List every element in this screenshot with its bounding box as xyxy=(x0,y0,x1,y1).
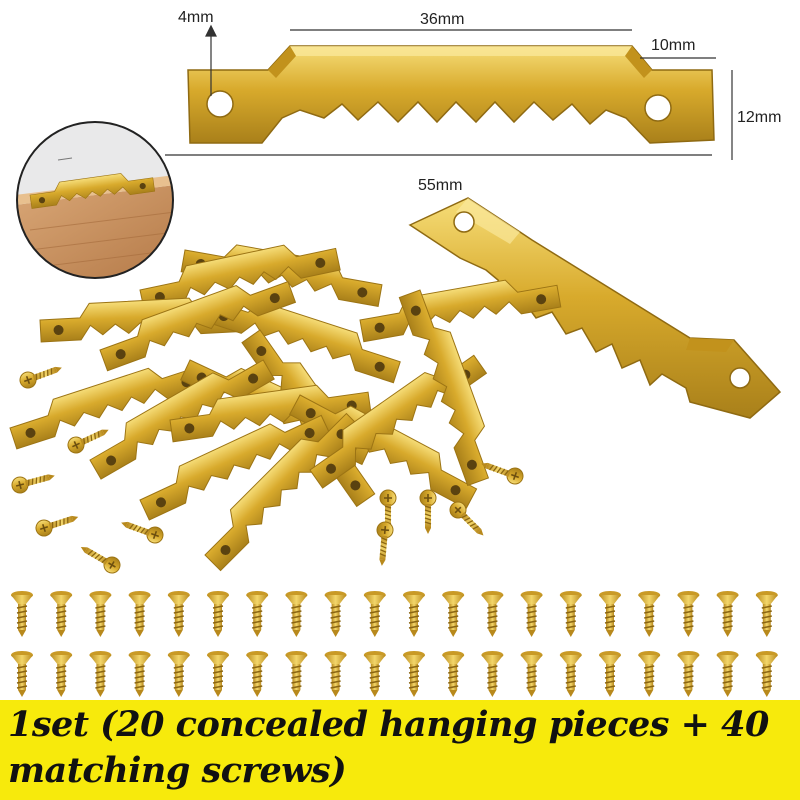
screw xyxy=(206,590,230,638)
dimension-end-width-label: 10mm xyxy=(651,37,695,54)
screw xyxy=(323,650,348,698)
screw xyxy=(715,650,740,698)
screw xyxy=(637,650,661,698)
screw xyxy=(167,650,191,698)
screw xyxy=(363,650,387,698)
screw xyxy=(206,650,230,698)
screw xyxy=(127,650,152,698)
screw xyxy=(49,650,73,698)
screw xyxy=(402,650,426,698)
dimension-total-length-label: 55mm xyxy=(418,177,462,194)
screw xyxy=(88,650,113,698)
screw xyxy=(755,590,779,638)
screw xyxy=(284,590,309,638)
screw xyxy=(755,650,779,698)
screw xyxy=(441,590,465,638)
screw xyxy=(480,590,505,638)
screw xyxy=(715,590,740,638)
screw-row-bottom xyxy=(10,650,779,698)
screw xyxy=(127,590,152,638)
screw xyxy=(559,590,583,638)
banner-text: 1set (20 concealed hanging pieces + 40 m… xyxy=(8,704,769,791)
screw xyxy=(245,650,269,698)
promo-banner: 1set (20 concealed hanging pieces + 40 m… xyxy=(0,700,800,800)
screw xyxy=(402,590,426,638)
screw xyxy=(245,590,269,638)
screw xyxy=(49,590,73,638)
screw xyxy=(637,590,661,638)
screw xyxy=(519,650,544,698)
screw xyxy=(323,590,348,638)
screw xyxy=(676,590,701,638)
screw xyxy=(10,590,34,638)
screw xyxy=(88,590,113,638)
dimension-lines xyxy=(165,24,733,160)
screw xyxy=(441,650,465,698)
hanger-pile xyxy=(5,234,562,572)
screw xyxy=(676,650,701,698)
screw xyxy=(519,590,544,638)
usage-inset xyxy=(16,121,174,279)
screw-row-top xyxy=(10,590,779,638)
screw xyxy=(284,650,309,698)
screw xyxy=(10,650,34,698)
dimension-height-label: 12mm xyxy=(737,109,781,126)
screw xyxy=(480,650,505,698)
screw xyxy=(598,590,622,638)
screw xyxy=(363,590,387,638)
hanger-top-photo xyxy=(187,45,715,144)
screw xyxy=(167,590,191,638)
screw xyxy=(598,650,622,698)
dimension-hole-label: 4mm xyxy=(178,9,214,26)
screw xyxy=(559,650,583,698)
dimension-teeth-length-label: 36mm xyxy=(420,11,464,28)
